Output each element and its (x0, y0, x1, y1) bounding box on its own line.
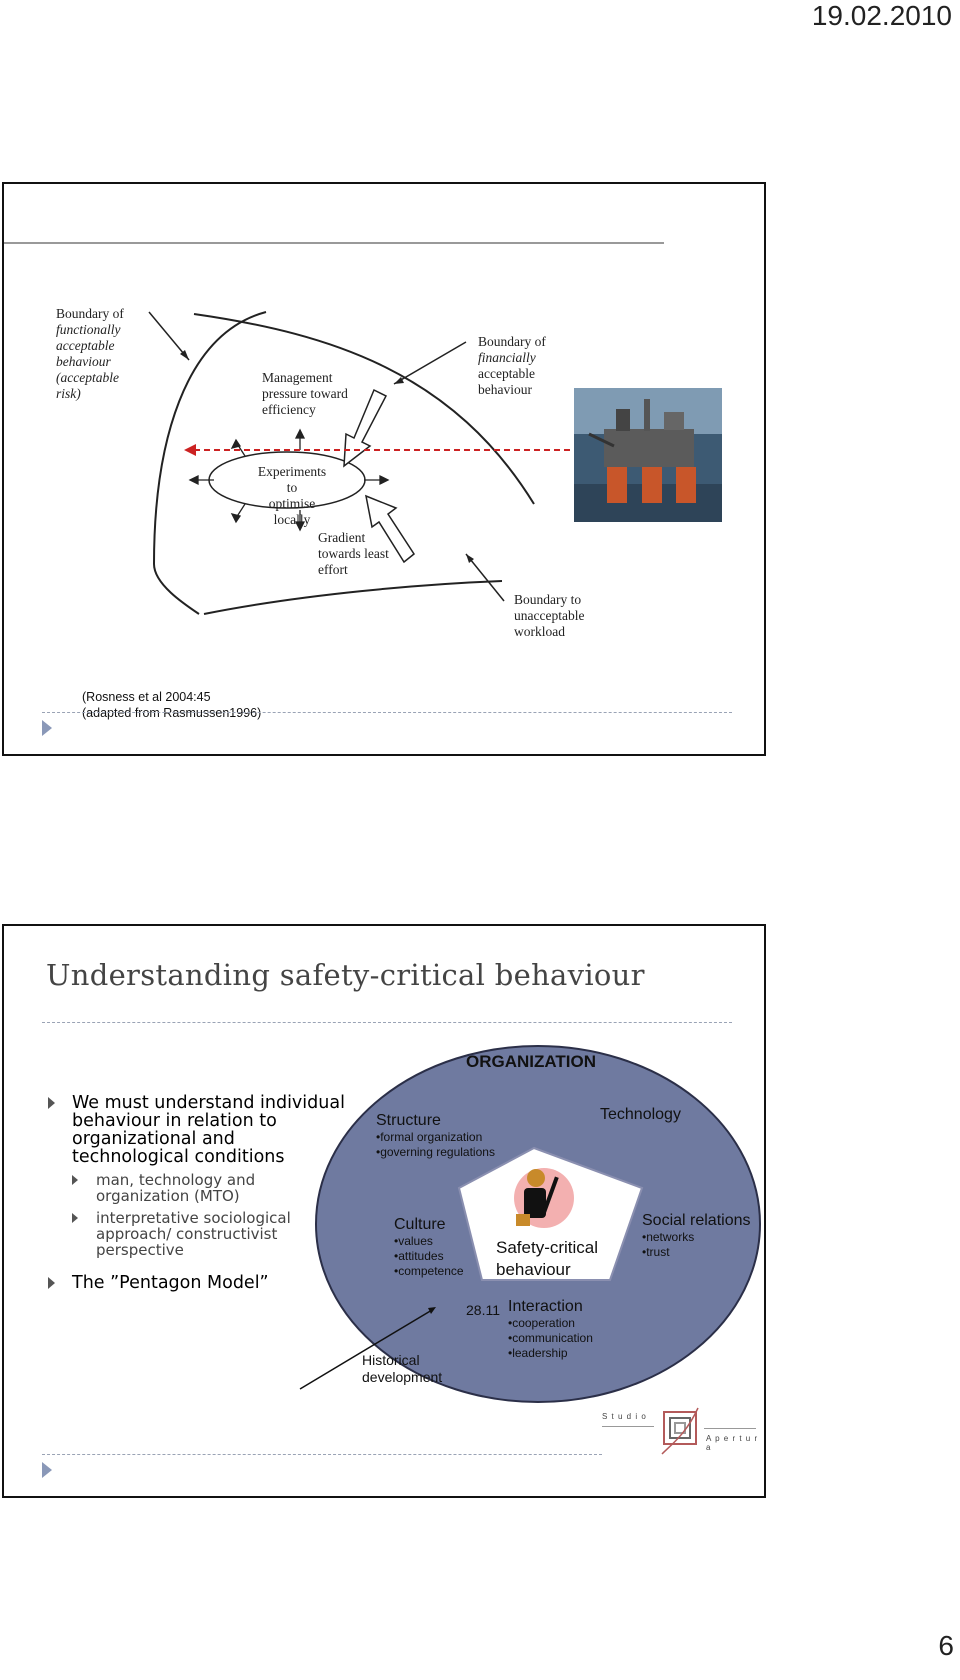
slide-title: Understanding safety-critical behaviour (46, 958, 645, 992)
bullet-arrow-icon (72, 1175, 78, 1185)
financial-boundary-curve (193, 313, 535, 505)
interaction-group: Interaction •cooperation •communication … (508, 1298, 593, 1360)
historical-arrow (299, 1309, 433, 1390)
title-divider (42, 1022, 732, 1023)
pointer-financial (393, 341, 467, 385)
label-workload-boundary: Boundary to unacceptable workload (514, 592, 585, 639)
bullet-item: We must understand individual behaviour … (48, 1094, 348, 1166)
oil-platform-image (574, 388, 722, 522)
pointer-functional (148, 311, 190, 361)
slide-rasmussen-model: Boundary of functionally acceptable beha… (2, 182, 766, 756)
page-date: 19.02.2010 (811, 0, 952, 31)
logo-text-top: S t u d i o (602, 1412, 647, 1421)
nav-arrow-icon (42, 720, 52, 736)
workload-boundary-curve (203, 580, 503, 615)
studio-apertura-logo-icon (661, 1407, 699, 1455)
date-label: 28.11 (466, 1302, 500, 1318)
gradient-arrow (365, 494, 415, 564)
bullet-arrow-icon (48, 1277, 55, 1289)
historical-label: Historical development (362, 1352, 443, 1385)
logo-line-right (704, 1428, 756, 1429)
bullet-list: We must understand individual behaviour … (48, 1094, 348, 1298)
technology-label: Technology (600, 1106, 681, 1123)
functional-boundary-curve (152, 311, 267, 615)
page-number: 6 (938, 1630, 954, 1661)
sub-bullet-item: interpretative sociological approach/ co… (48, 1210, 348, 1258)
label-management-pressure: Management pressure toward efficiency (262, 370, 348, 417)
label-financial-boundary: Boundary of financially acceptable behav… (478, 334, 546, 397)
footer-divider (42, 712, 732, 713)
label-experiments: Experiments to optimise locally (257, 464, 327, 527)
logo-text-bottom: A p e r t u r a (706, 1434, 759, 1452)
citation: (Rosness et al 2004:45 (adapted from Ras… (82, 690, 262, 720)
structure-group: Structure •formal organization •governin… (376, 1112, 495, 1159)
label-gradient: Gradient towards least effort (318, 530, 389, 577)
slide-pentagon-model: Understanding safety-critical behaviour … (2, 924, 766, 1498)
pentagon-diagram (299, 1045, 761, 1403)
pointer-workload (465, 553, 505, 602)
culture-group: Culture •values •attitudes •competence (394, 1216, 464, 1278)
nav-arrow-icon (42, 1462, 52, 1478)
label-functional-boundary: Boundary of functionally acceptable beha… (56, 306, 124, 401)
boundary-diagram (148, 311, 722, 615)
worker-icon (516, 1169, 559, 1226)
radiating-arrows (188, 428, 390, 532)
bullet-arrow-icon (72, 1213, 78, 1223)
management-pressure-arrow (343, 388, 388, 468)
bullet-item: The ”Pentagon Model” (48, 1274, 348, 1292)
logo-line-left (602, 1426, 654, 1427)
sub-bullet-item: man, technology and organization (MTO) (48, 1172, 348, 1204)
footer-divider (42, 1454, 602, 1455)
title-divider (4, 242, 664, 244)
center-label: Safety-critical behaviour (496, 1238, 599, 1279)
organization-label: ORGANIZATION (466, 1052, 597, 1071)
bullet-arrow-icon (48, 1097, 55, 1109)
social-relations-group: Social relations •networks •trust (642, 1212, 751, 1259)
